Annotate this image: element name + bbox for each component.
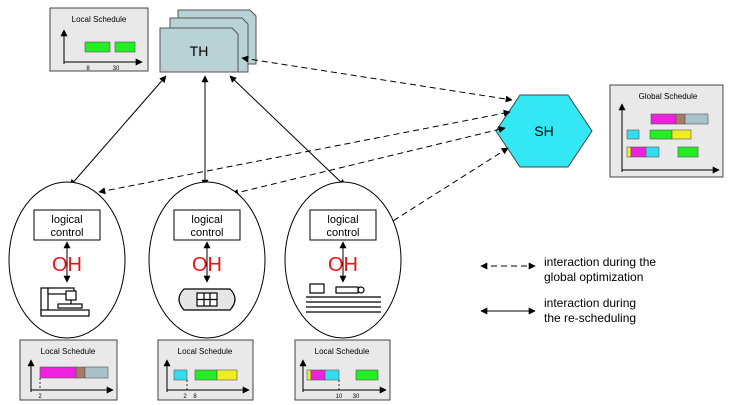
oh1-logical-control-box (33, 209, 101, 241)
schedule3-tick-10: 10 (336, 394, 343, 400)
conveyor-icon (306, 283, 381, 313)
oh3-logical-label: logical (327, 214, 358, 226)
schedule2-bar-yellow (216, 369, 238, 381)
th-oh3-solid (229, 75, 346, 187)
oh3-sh-dashed (384, 147, 509, 227)
solid-interactions (69, 75, 346, 187)
oh2-logical-control-box (173, 209, 241, 241)
schedule2-tick-8: 8 (193, 394, 197, 400)
dashed-interactions (98, 55, 513, 227)
th-front-page (159, 27, 239, 73)
legend-solid-line1: interaction during (544, 296, 636, 310)
global-bar-magenta (650, 113, 677, 125)
global-schedule: Global Schedule (609, 84, 724, 178)
oh3-logical-control-box (309, 209, 377, 241)
oh2-logical-label: logical (191, 214, 222, 226)
global-bar-brown (675, 113, 686, 125)
legend-solid-line2: the re-scheduling (544, 311, 636, 325)
global-schedule-title: Global Schedule (639, 92, 698, 101)
schedule3-tick-30: 30 (353, 394, 360, 400)
top-schedule-bar-2 (114, 41, 136, 53)
bottom-local-schedule-3: Local Schedule 10 30 (294, 339, 391, 401)
oh1-sh-dashed (98, 109, 511, 195)
schedule1-bar-brown (75, 366, 86, 379)
schedule3-bar-green (355, 369, 379, 381)
legend-dashed-line1: interaction during the (544, 255, 656, 269)
oh1-label: OH (52, 254, 82, 276)
top-schedule-bar-1 (84, 41, 111, 53)
th-oh1-solid (69, 75, 167, 187)
schedule2-title: Local Schedule (178, 347, 233, 356)
oh-node-1: logical control OH (8, 181, 126, 339)
oh1-control-label: control (50, 227, 83, 239)
th-node: TH (159, 9, 257, 73)
schedule3-title: Local Schedule (315, 347, 370, 356)
oh3-label: OH (328, 254, 358, 276)
schedule1-bar-slate (84, 366, 109, 379)
global-bar-slate (684, 113, 709, 125)
oh-node-2: logical control OH (148, 181, 266, 339)
top-local-schedule: Local Schedule 8 30 (49, 7, 149, 72)
schedule2-bar-green (194, 369, 218, 381)
schedule3-bar-magenta (310, 369, 326, 381)
schedule2-bar-cyan (173, 369, 188, 381)
schedule3-bar-yellow (306, 369, 312, 381)
oh2-sh-dashed (231, 126, 506, 196)
top-schedule-tick-8: 8 (86, 66, 90, 72)
oh-node-3: logical control OH (284, 181, 402, 339)
schedule1-bar-magenta (39, 366, 77, 379)
global-bar-magenta-2 (630, 146, 647, 158)
oh1-logical-label: logical (51, 214, 82, 226)
global-bar-green-2 (677, 146, 699, 158)
schedule1-title: Local Schedule (41, 347, 96, 356)
top-schedule-tick-30: 30 (113, 66, 120, 72)
global-bar-yellow (671, 129, 692, 140)
oh2-label: OH (192, 254, 222, 276)
oh3-control-label: control (326, 227, 359, 239)
th-sh-dashed (241, 55, 513, 103)
legend-dashed-line2: global optimization (544, 270, 643, 284)
global-bar-green-1 (649, 129, 673, 140)
global-bar-cyan-1 (626, 129, 640, 140)
milling-machine-icon (40, 287, 90, 317)
furnace-icon (178, 288, 236, 311)
schedule1-tick-2: 2 (38, 394, 42, 400)
legend: interaction during the global optimizati… (480, 255, 656, 325)
schedule2-tick-2: 2 (183, 394, 187, 400)
global-bar-yellow-small (626, 146, 632, 158)
schedule3-bar-cyan (324, 369, 340, 381)
bottom-local-schedule-1: Local Schedule 2 (19, 339, 118, 401)
top-schedule-title: Local Schedule (72, 15, 127, 24)
sh-label: SH (534, 123, 553, 139)
bottom-local-schedule-2: Local Schedule 2 8 (157, 339, 254, 401)
global-bar-cyan-2 (645, 146, 660, 158)
oh2-control-label: control (190, 227, 223, 239)
th-label: TH (190, 43, 209, 59)
sh-node: SH (495, 94, 593, 168)
